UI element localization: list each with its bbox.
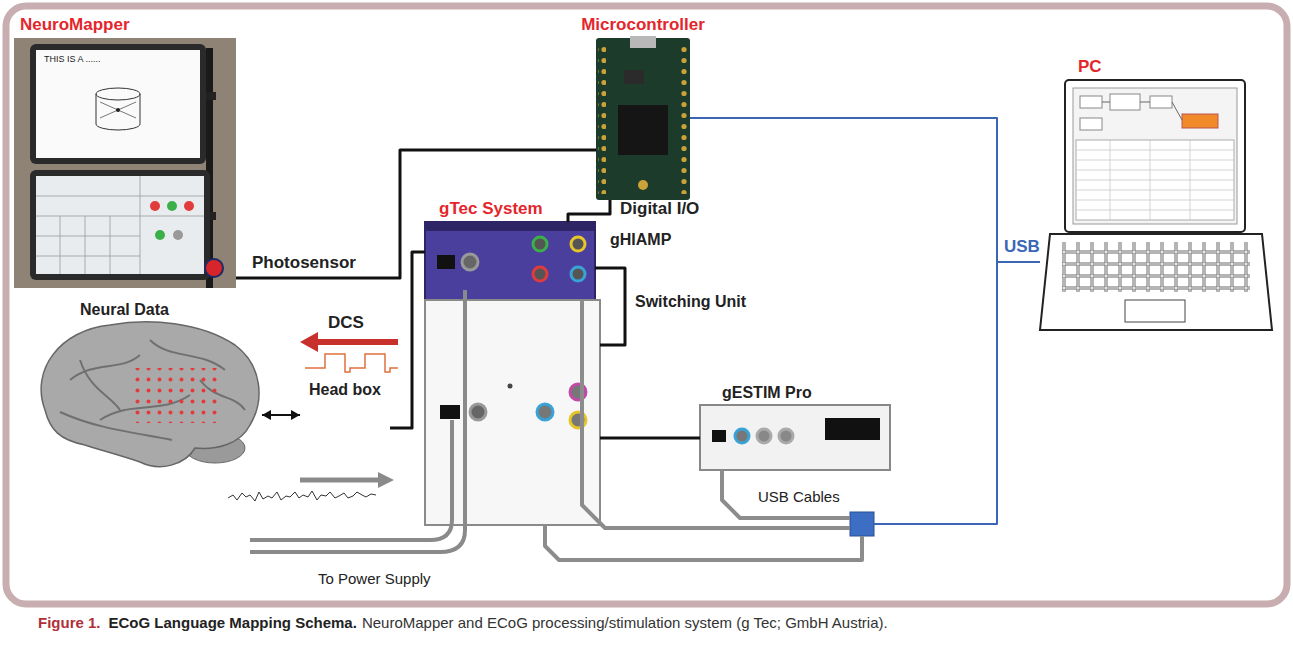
connector-line: [568, 200, 610, 222]
figure-frame: [6, 6, 1287, 604]
edge-label: USB: [1004, 237, 1040, 257]
stimulator-node: gESTIM Pro: [700, 405, 890, 470]
node-label: Neural Data: [80, 300, 169, 319]
arrow-head: [291, 410, 300, 420]
usb-hub-node: USB Cables: [850, 512, 874, 536]
microcontroller-node: Microcontroller: [596, 38, 690, 200]
node-label: PC: [1078, 57, 1102, 77]
connector: [236, 150, 596, 278]
switching-unit-node: Switching Unit: [425, 300, 600, 525]
tablet-node: NeuroMapper: [14, 38, 236, 288]
caption-row: Figure 1. ECoG Language Mapping Schema. Ne…: [38, 614, 888, 632]
edge-label: Digital I/O: [620, 199, 699, 219]
figure-title: ECoG Language Mapping Schema.: [109, 614, 357, 632]
screen-text: THIS IS A ......: [44, 54, 101, 65]
recording-arrow: [228, 472, 394, 501]
connector: [582, 300, 850, 528]
node-label: Switching Unit: [635, 292, 746, 311]
tablet-photo: [14, 38, 236, 288]
node-label: gTec System: [439, 199, 543, 219]
connector: [568, 200, 610, 222]
connector-line: [600, 437, 700, 440]
connector-line: [874, 262, 1040, 524]
stimulation-arrow: [300, 332, 398, 372]
arrow-head: [262, 410, 271, 420]
node-label: USB Cables: [758, 488, 840, 506]
connector-line: [722, 470, 850, 518]
connector-line: [236, 150, 596, 278]
microcontroller-board: [596, 36, 690, 200]
node-label: NeuroMapper: [20, 15, 130, 35]
connector: [262, 410, 300, 420]
usb-hub: [850, 512, 874, 536]
connector: [600, 438, 700, 439]
amplifier-drawing: [425, 222, 595, 300]
brain-node: Neural Data: [30, 322, 262, 470]
node-label: Head box: [309, 380, 381, 399]
connector-line: [390, 252, 425, 428]
connector: [690, 118, 1040, 262]
head-box-node: Head box: [300, 402, 390, 457]
brain-drawing: [41, 322, 259, 467]
node-label: Microcontroller: [581, 15, 705, 35]
connector: [545, 525, 862, 560]
stimulator-drawing: [700, 405, 890, 470]
amplifier-node: gTec SystemgHIAMP: [425, 222, 595, 300]
edge-label: Photosensor: [252, 253, 356, 273]
power-cables: [250, 290, 465, 552]
pc-node: PC: [1040, 80, 1272, 330]
connector-line: [545, 525, 862, 560]
connector-line: [582, 300, 850, 528]
figure-number: Figure 1.: [38, 614, 101, 632]
connector: [595, 268, 625, 345]
connector-line: [595, 268, 625, 345]
node-label: gHIAMP: [610, 230, 671, 249]
connector: [390, 252, 425, 428]
figure-caption: NeuroMapper and ECoG processing/stimulat…: [362, 614, 888, 632]
connector-line: [690, 118, 1040, 262]
connector: [722, 470, 850, 518]
signal-label: DCS: [328, 313, 364, 333]
connector: [874, 262, 1040, 524]
cable-note: To Power Supply: [318, 570, 431, 588]
node-label: gESTIM Pro: [722, 383, 812, 402]
laptop-drawing: [1040, 80, 1272, 330]
